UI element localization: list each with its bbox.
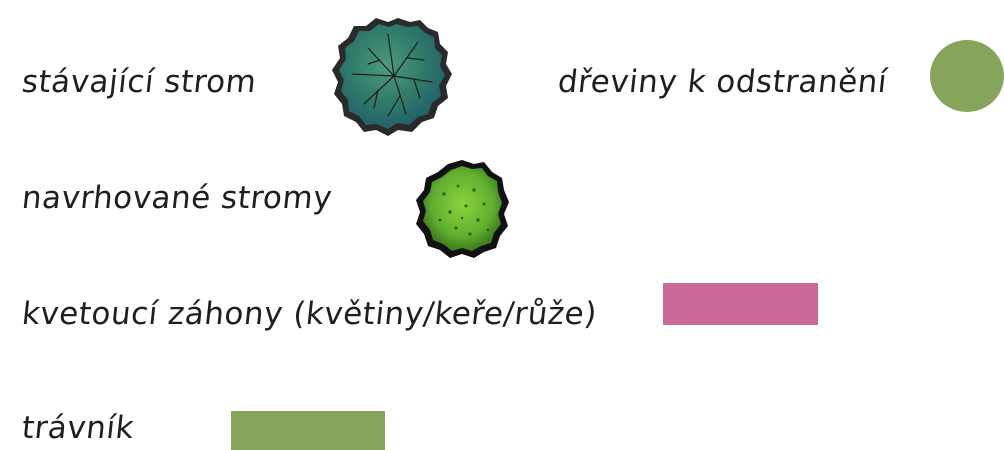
legend-label-trees-to-remove: dřeviny k odstranění — [556, 64, 890, 100]
proposed-tree-icon — [416, 160, 509, 258]
flower-beds-rectangle-symbol — [663, 283, 818, 325]
existing-tree-icon — [332, 18, 452, 136]
legend-label-lawn: trávník — [20, 410, 136, 446]
legend-label-existing-tree: stávající strom — [20, 64, 259, 100]
legend-label-flower-beds: kvetoucí záhony (květiny/keře/růže) — [20, 296, 599, 332]
lawn-rectangle-symbol — [231, 411, 385, 450]
trees-to-remove-circle-symbol — [930, 40, 1004, 112]
legend-label-proposed-trees: navrhované stromy — [20, 180, 335, 216]
